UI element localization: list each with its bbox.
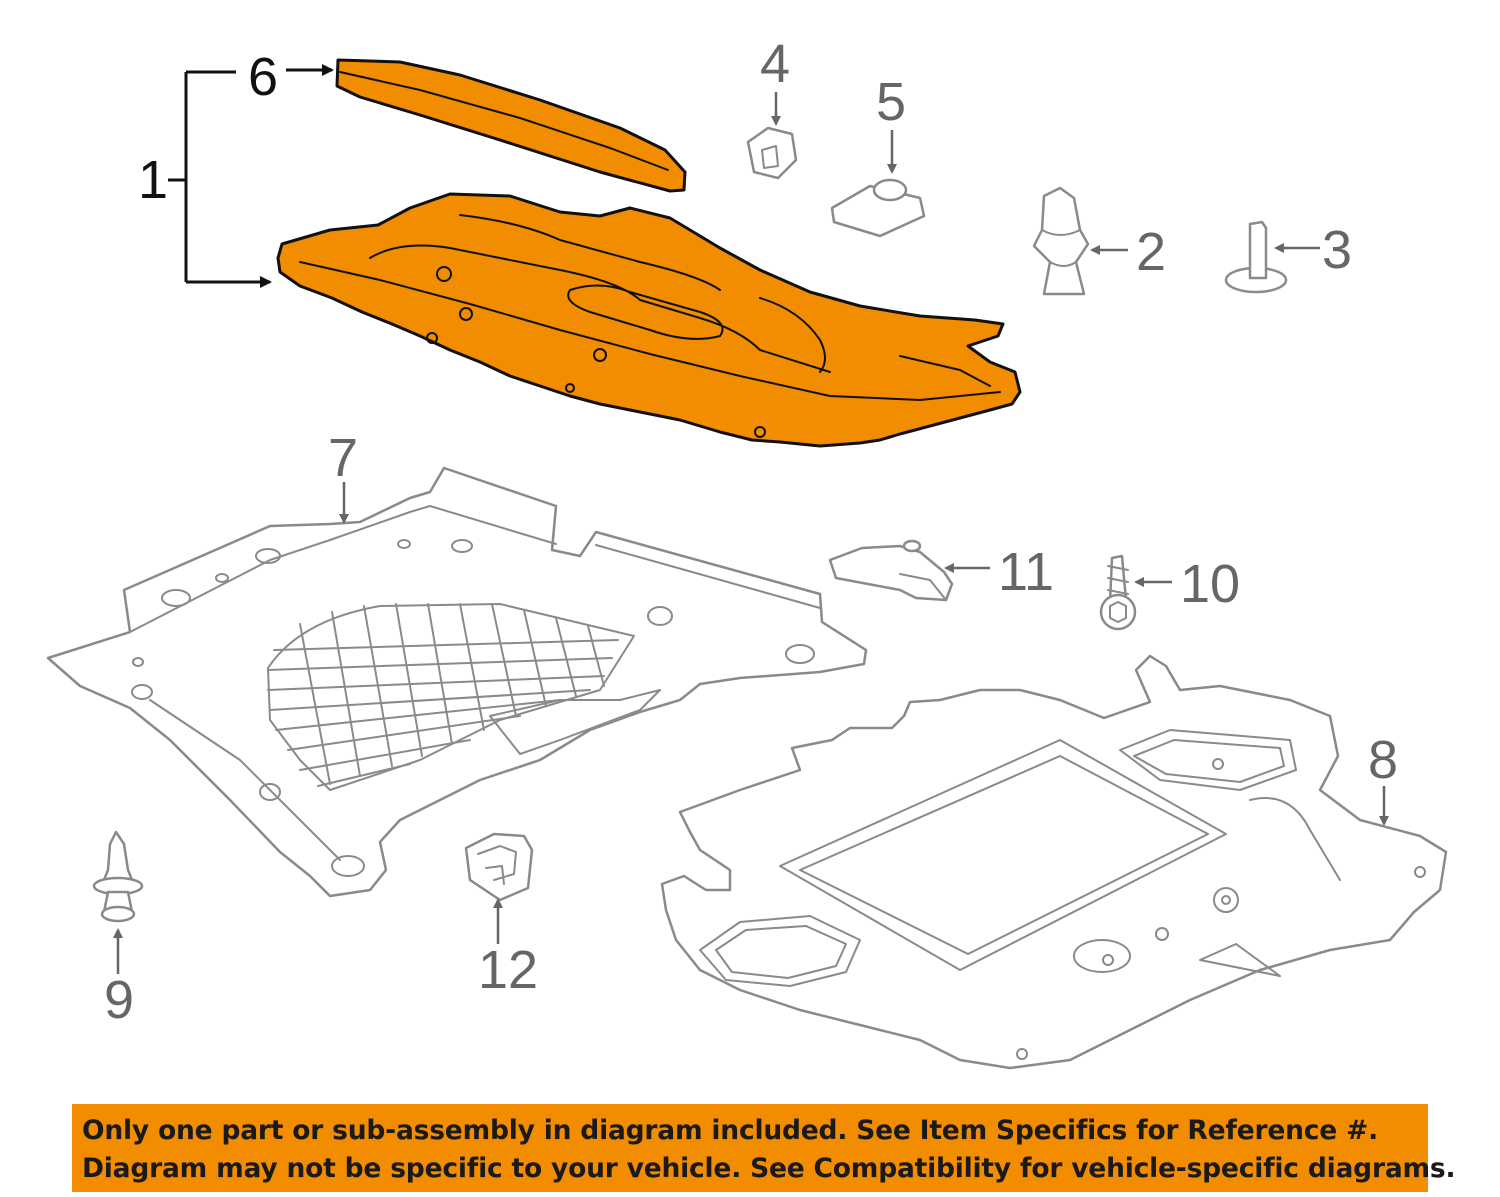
part-10-screw: [1099, 554, 1172, 631]
part-6-deflector: [335, 58, 687, 193]
part-12-nut-clip: [464, 832, 534, 944]
part-2-push-pin: [1032, 186, 1128, 296]
callout-7: 7: [328, 428, 358, 488]
part-5-retainer: [830, 130, 926, 238]
callout-1-bracket: [168, 64, 334, 288]
part-3-stud: [1224, 220, 1320, 294]
part-7-lower-shield: [46, 466, 868, 898]
disclaimer-banner: Only one part or sub-assembly in diagram…: [72, 1104, 1456, 1192]
callout-8: 8: [1368, 730, 1398, 790]
callout-1: 1: [138, 150, 168, 210]
disclaimer-line-1: Only one part or sub-assembly in diagram…: [82, 1115, 1378, 1146]
callout-5: 5: [876, 72, 906, 132]
callout-6: 6: [248, 47, 278, 107]
part-11-clip: [828, 539, 990, 602]
callout-2: 2: [1136, 222, 1166, 282]
part-8-engine-cover: [660, 654, 1448, 1070]
disclaimer-line-2: Diagram may not be specific to your vehi…: [82, 1153, 1456, 1184]
callout-11: 11: [998, 542, 1054, 602]
callout-9: 9: [104, 970, 134, 1030]
part-9-push-rivet: [92, 830, 144, 974]
part-1-splash-shield: [276, 192, 1022, 448]
part-4-nut: [746, 92, 798, 180]
callout-12: 12: [478, 940, 538, 1000]
callout-10: 10: [1180, 554, 1240, 614]
callout-3: 3: [1322, 220, 1352, 280]
mesh-grid: [267, 603, 619, 787]
callout-4: 4: [760, 34, 790, 94]
